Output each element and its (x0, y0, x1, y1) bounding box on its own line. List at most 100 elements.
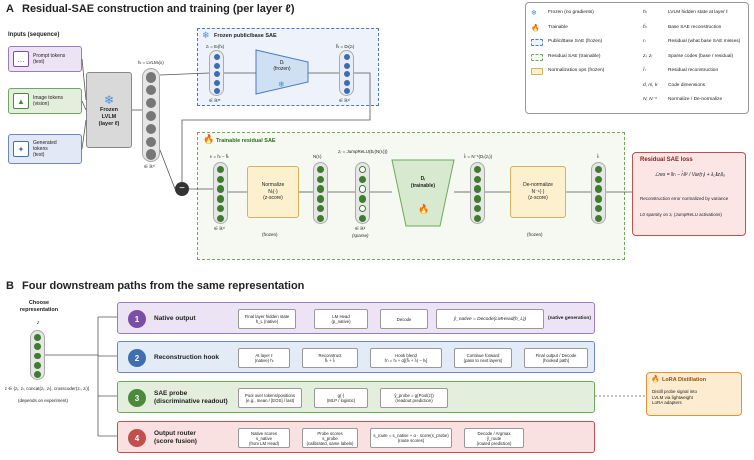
residual-label: rₗ = hₗ − ĥₗ (210, 154, 230, 159)
denormalize-label: De-normalize N⁻¹(·) (z-score) (523, 182, 553, 202)
loss-title: Residual SAE loss (640, 157, 693, 163)
hidden-state-dot (145, 97, 157, 109)
legend-desc: Base SAE reconstruction (668, 24, 722, 30)
residual-dot (216, 166, 225, 174)
section-b-title: Four downstream paths from the same repr… (22, 280, 305, 292)
normalize-block: Normalize Nₗ(·) (z-score) (247, 166, 299, 218)
hidden-state-label: hₗ = LVLMₗ(x) (138, 60, 164, 65)
legend-symbol: rₗ (643, 39, 646, 44)
path-4-title: Output router (score fusion) (154, 430, 197, 445)
residual-recon-dot (473, 175, 482, 184)
choose-dot (34, 334, 41, 341)
sparkle-icon: ✦ (13, 141, 29, 157)
residual-dim: ∈ ℝᵈ (214, 226, 225, 231)
residual-dot (216, 185, 225, 193)
normalized-dot (316, 204, 325, 213)
path-1-title: Native output (154, 315, 196, 322)
path-1-tag: (native generation) (548, 316, 591, 321)
choose-dot (34, 352, 41, 360)
residual-code-column (355, 162, 370, 224)
legend-swatch-2 (531, 39, 543, 46)
base-recon-column (339, 50, 354, 96)
normalized-dot (316, 175, 325, 184)
path-2-step: Continue forward (pass to next layers) (454, 348, 512, 368)
path-3-badge: 3 (128, 389, 146, 407)
rhat-column (591, 162, 606, 224)
base-code-column (209, 50, 224, 96)
denormalize-tag: (frozen) (527, 232, 543, 237)
residual-recon-dot (473, 195, 482, 203)
residual-code-dim: ∈ ℝᵏ (355, 226, 366, 231)
legend-desc: LVLM hidden state at layer ℓ (668, 10, 728, 15)
residual-code-dot (358, 204, 367, 213)
image-tokens-box: ▲ Image tokens (vision) (8, 88, 82, 114)
rhat-label: r̂ₗ (597, 154, 600, 159)
path-4-step: s_route = s_native + α · score(s_probe) … (370, 428, 452, 448)
residual-decoder-flame-icon: 🔥 (418, 204, 430, 214)
hidden-state-column (142, 68, 160, 162)
legend-symbol: r̂ₗ (643, 68, 646, 73)
frozen-lvlm-block: ❄ Frozen LVLM (layer ℓ) (86, 72, 132, 148)
subtract-node: − (175, 182, 189, 196)
choose-dot (34, 361, 41, 369)
choose-var: z (37, 320, 40, 325)
residual-code-dot (358, 185, 367, 193)
base-code-dot (213, 88, 220, 94)
legend-symbol: d, m, k (643, 82, 658, 88)
base-code-dot (213, 54, 220, 60)
path-1-badge: 1 (128, 310, 146, 328)
path-2-badge: 2 (128, 349, 146, 367)
choose-title: Choose representation (19, 300, 59, 313)
base-code-label: zₗ = Eₗ(hₗ) (206, 44, 225, 49)
path-4-step: Native scores s_native (from LM Head) (238, 428, 290, 448)
lvlm-label: Frozen LVLM (layer ℓ) (98, 106, 120, 127)
rhat-dot (594, 166, 603, 174)
residual-code-label: zᵣ = JumpReLU(Eᵣ(N(rₗ))) (338, 149, 388, 154)
image-icon: ▲ (13, 93, 29, 109)
path-3-step: Pool over tokens/positions (e.g., mean /… (238, 388, 302, 408)
choose-caption: z ∈ {zᵣ, zₗ, concat(zᵣ, zₗ), crosscoder(… (4, 386, 90, 391)
normalized-dot (316, 166, 325, 174)
rhat-dot (594, 195, 603, 203)
base-decoder-snowflake-icon: ❄ (278, 80, 285, 89)
hidden-state-dot (145, 149, 157, 160)
legend-panel (525, 2, 749, 114)
normalize-label: Normalize Nₗ(·) (z-score) (261, 182, 285, 202)
legend-symbol: zₗ, zᵣ (643, 53, 653, 59)
prompt-tokens-box: … Prompt tokens (text) (8, 46, 82, 72)
prompt-tokens-label: Prompt tokens (text) (33, 53, 66, 65)
residual-code-dot (358, 175, 367, 184)
normalized-dot (316, 214, 325, 222)
hidden-state-dot (145, 123, 157, 135)
hidden-state-dot (145, 84, 157, 96)
base-code-dot (213, 71, 220, 77)
legend-swatch-1: 🔥 (531, 24, 540, 32)
base-recon-dot (343, 88, 350, 94)
normalized-column (313, 162, 328, 224)
legend-symbol: ĥₗ (643, 24, 647, 30)
path-1-step: LM Head (p_native) (314, 309, 368, 329)
section-a-title: Residual-SAE construction and training (… (22, 3, 295, 15)
path-2-step: Final output / Decode (hooked path) (524, 348, 588, 368)
path-2-step: At layer ℓ (native) hₗ (238, 348, 290, 368)
lora-title: LoRA Distillation (662, 377, 707, 383)
choose-dot (34, 343, 41, 351)
legend-swatch-0: ❄ (531, 10, 537, 17)
loss-bullet-1: Reconstruction error normalized by varia… (640, 196, 729, 201)
path-4-step: Decode / Argmax ŷ_route (routed predicti… (464, 428, 524, 448)
residual-recon-column (470, 162, 485, 224)
base-recon-dim: ∈ ℝᵈ (339, 98, 350, 103)
residual-code-dot (358, 195, 367, 203)
normalized-dot (316, 195, 325, 203)
hidden-state-dot (145, 72, 157, 83)
generated-tokens-label: Generated tokens (text) (33, 140, 57, 158)
legend-label: Residual SAE (trainable) (548, 53, 601, 59)
residual-dot (216, 204, 225, 213)
base-recon-dot (343, 54, 350, 60)
chat-icon: … (13, 51, 29, 67)
section-b-letter: B (6, 280, 14, 292)
residual-recon-dot (473, 166, 482, 174)
path-2-step: Hook blend h′ₗ = hₗ + α[(ĥₗ + r̂ₗ) − hₗ] (370, 348, 442, 368)
